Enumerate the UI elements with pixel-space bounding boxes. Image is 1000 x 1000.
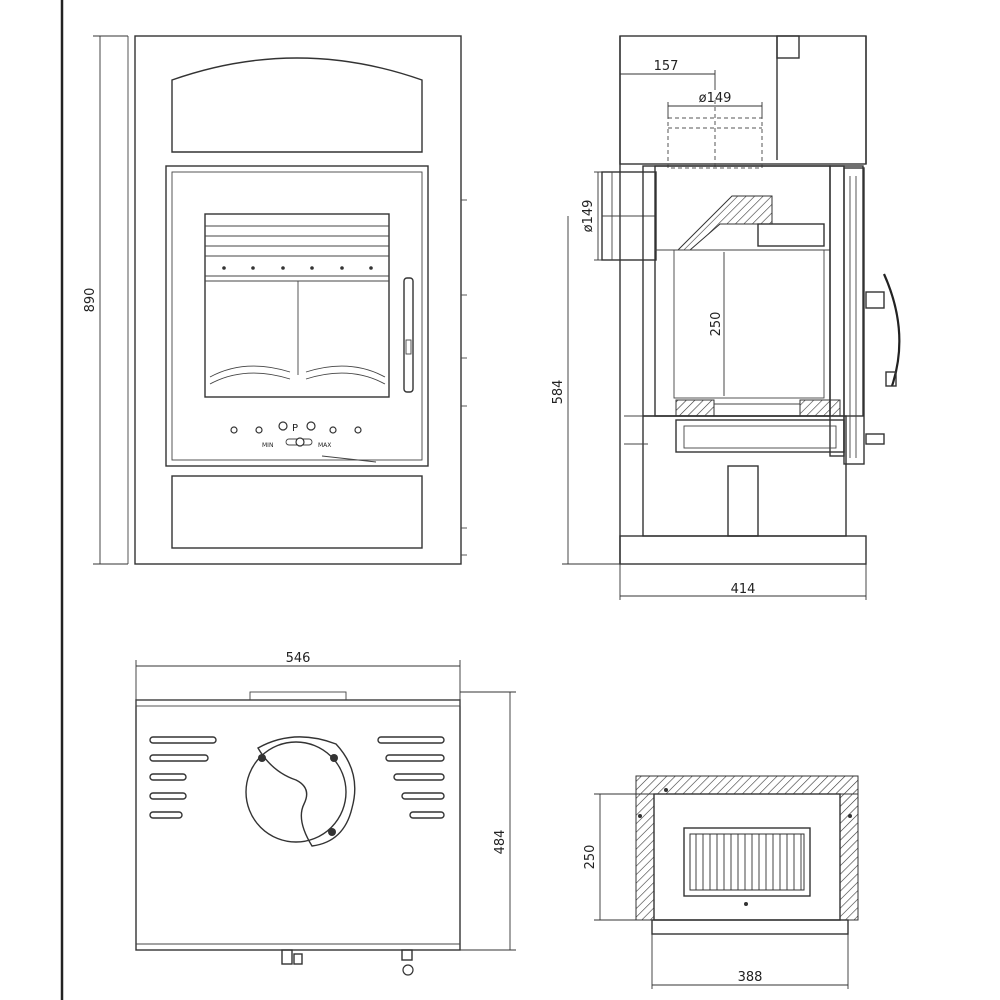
dim-section-width: 388 [651, 934, 849, 989]
control-knob-5 [329, 426, 337, 434]
glass-window [204, 213, 390, 398]
side-view: 250 157 [551, 35, 901, 600]
top-vents-right [377, 736, 445, 819]
top-flue-label: ø149 [699, 91, 732, 106]
side-depth-label: 414 [731, 582, 756, 597]
dim-side-height: 584 [551, 216, 620, 565]
firebox [673, 249, 825, 399]
dim-firebox-height: 250 [709, 252, 725, 396]
front-top-panel [171, 57, 423, 153]
dim-side-depth: 414 [619, 564, 867, 600]
control-knob-3 [278, 421, 288, 431]
firebox-height-label: 250 [709, 312, 724, 337]
top-flue-collar [245, 741, 347, 843]
dim-top-width: 546 [135, 651, 461, 700]
door-handle [403, 277, 414, 393]
top-view: 546 484 [135, 651, 516, 976]
dim-top-flue: ø149 [667, 91, 763, 118]
side-handle [882, 273, 901, 387]
dim-flue-offset: 157 [620, 59, 716, 90]
dim-front-height: 890 [83, 35, 128, 565]
control-label-max: MAX [318, 442, 331, 449]
control-knob-4 [306, 421, 316, 431]
control-knob-2 [255, 426, 263, 434]
dim-rear-flue: ø149 [581, 171, 602, 261]
section-view: 250 388 [583, 775, 859, 989]
section-width-label: 388 [738, 970, 763, 985]
side-height-label: 584 [551, 380, 566, 405]
control-letter: P [292, 423, 298, 434]
top-knob-left [281, 949, 293, 965]
rear-flue-label: ø149 [581, 200, 596, 233]
control-knob-6 [354, 426, 362, 434]
top-flue-outlet [667, 117, 763, 169]
door-frame [165, 165, 429, 467]
section-height-label: 250 [583, 845, 598, 870]
dim-section-height: 250 [583, 793, 636, 921]
top-knob-right [401, 949, 413, 961]
front-view: P MIN MAX 890 [83, 35, 467, 565]
front-height-label: 890 [83, 288, 98, 313]
top-depth-label: 484 [493, 830, 508, 855]
control-knob-1 [230, 426, 238, 434]
top-vents-left [149, 736, 217, 819]
flue-offset-label: 157 [654, 59, 679, 74]
dim-top-depth: 484 [460, 691, 516, 951]
front-ash-panel [171, 475, 423, 549]
grate [675, 399, 715, 417]
control-label-min: MIN [262, 442, 273, 449]
top-width-label: 546 [286, 651, 311, 666]
ash-pan [675, 419, 845, 453]
